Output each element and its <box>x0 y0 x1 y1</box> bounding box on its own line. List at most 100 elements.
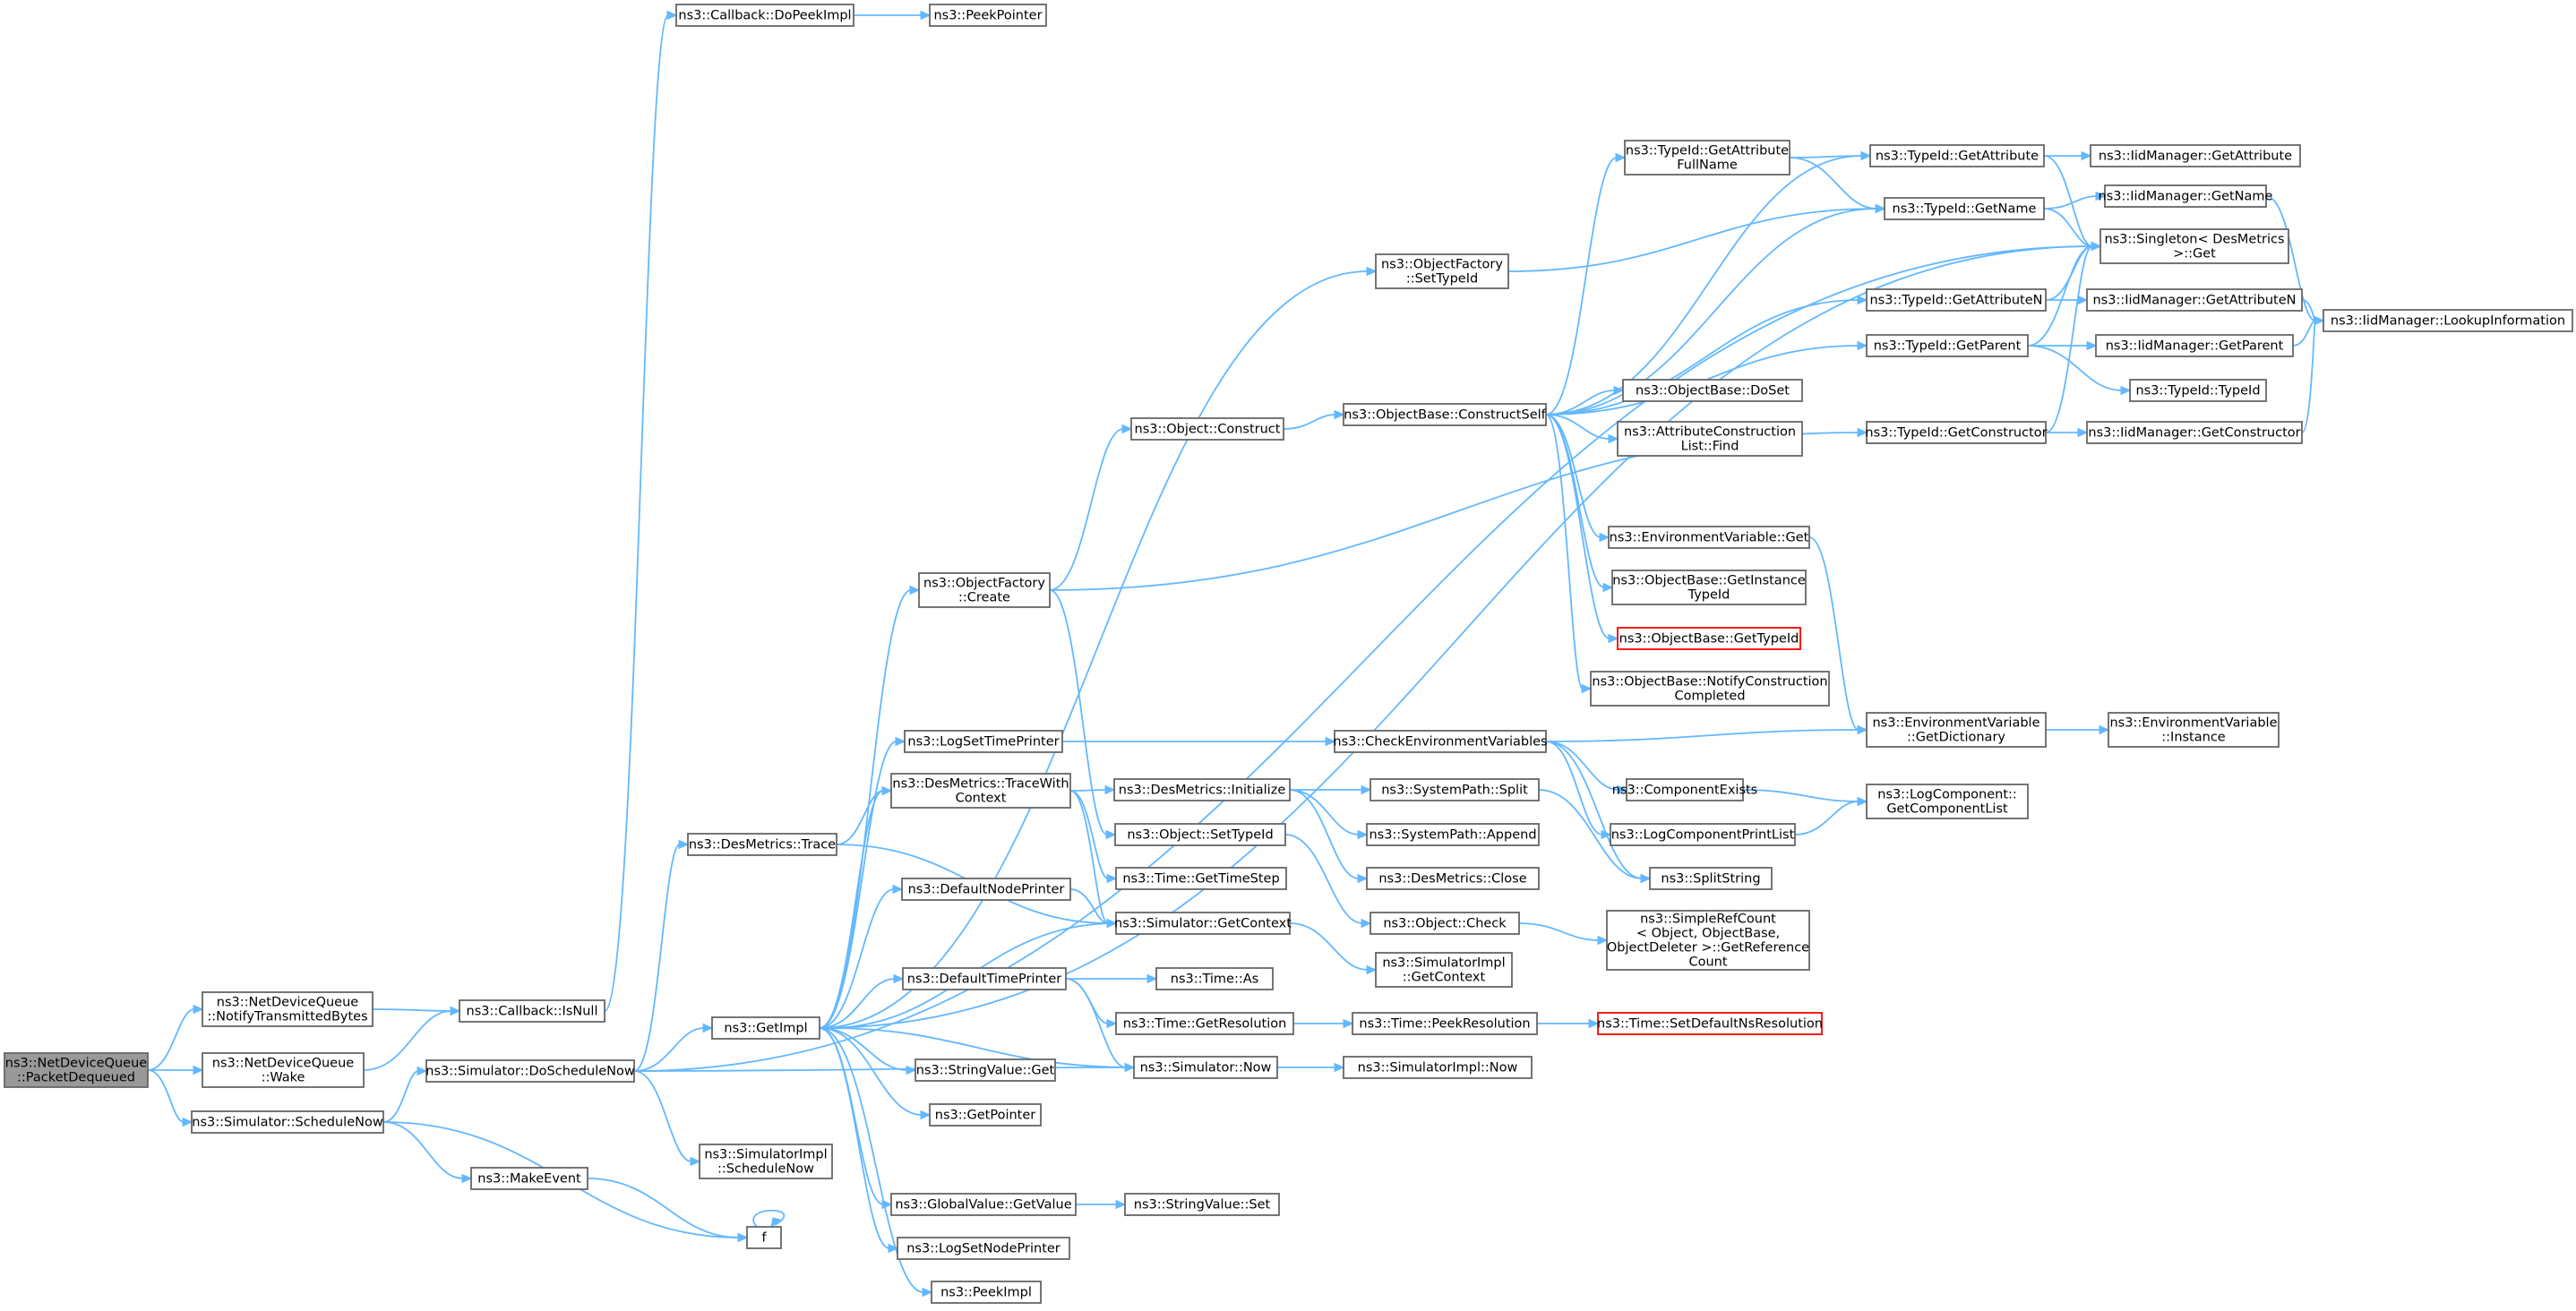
node-ns3-typeid-getattribute[interactable]: ns3::TypeId::GetAttribute <box>1869 144 2045 167</box>
node-ns3-netdevicequeue-packetdequeued[interactable]: ns3::NetDeviceQueue::PacketDequeued <box>4 1052 149 1088</box>
arrowhead <box>906 1065 917 1075</box>
node-ns3-netdevicequeue-wake[interactable]: ns3::NetDeviceQueue::Wake <box>202 1052 365 1088</box>
node-ns3-typeid-getconstructor[interactable]: ns3::TypeId::GetConstructor <box>1865 421 2048 444</box>
node-ns3-componentexists[interactable]: ns3::ComponentExists <box>1612 778 1758 801</box>
node-ns3-object-check[interactable]: ns3::Object::Check <box>1370 912 1520 935</box>
node-ns3-iidmanager-getparent[interactable]: ns3::IidManager::GetParent <box>2095 334 2294 357</box>
edge-n54-n69 <box>2027 345 2132 396</box>
node-ns3-stringvalue-get[interactable]: ns3::StringValue::Get <box>914 1058 1056 1082</box>
edge-line <box>1069 790 1109 924</box>
node-ns3-defaultnodeprinter[interactable]: ns3::DefaultNodePrinter <box>901 878 1071 901</box>
node-ns3-makeevent[interactable]: ns3::MakeEvent <box>470 1167 588 1190</box>
edge-line <box>587 1178 740 1238</box>
node-ns3-iidmanager-getattributen[interactable]: ns3::IidManager::GetAttributeN <box>2086 288 2303 312</box>
node-ns3-typeid-getparent[interactable]: ns3::TypeId::GetParent <box>1866 334 2029 357</box>
node-ns3-environmentvariable-instance[interactable]: ns3::EnvironmentVariable::Instance <box>2108 712 2280 748</box>
node-ns3-getpointer[interactable]: ns3::GetPointer <box>929 1103 1042 1127</box>
node-ns3-simulatorimpl-getcontext[interactable]: ns3::SimulatorImpl::GetContext <box>1375 952 1513 988</box>
node-ns3-time-gettimestep[interactable]: ns3::Time::GetTimeStep <box>1115 867 1287 890</box>
node-ns3-callback-dopeekimpl[interactable]: ns3::Callback::DoPeekImpl <box>675 4 854 27</box>
node-box <box>1626 778 1744 801</box>
node-box <box>1866 334 2029 357</box>
node-ns3-iidmanager-getname[interactable]: ns3::IidManager::GetName <box>2099 184 2273 208</box>
node-label: ns3::Object::SetTypeId <box>1127 828 1273 843</box>
node-ns3-stringvalue-set[interactable]: ns3::StringValue::Set <box>1124 1193 1280 1216</box>
node-ns3-simplerefcount-object-objectbase-objectdeleter-getreference-count[interactable]: ns3::SimpleRefCount< Object, ObjectBase,… <box>1606 910 1810 971</box>
arrowhead <box>2077 427 2089 438</box>
arrowhead <box>1581 683 1593 694</box>
edge-n9-n10 <box>854 10 932 21</box>
node-ns3-simulatorimpl-now[interactable]: ns3::SimulatorImpl::Now <box>1343 1056 1533 1079</box>
node-ns3-time-setdefaultnsresolution[interactable]: ns3::Time::SetDefaultNsResolution <box>1597 1012 1823 1035</box>
node-ns3-defaulttimeprinter[interactable]: ns3::DefaultTimePrinter <box>902 967 1067 990</box>
node-ns3-logcomponentprintlist[interactable]: ns3::LogComponentPrintList <box>1610 823 1796 846</box>
arrowhead <box>1104 784 1116 795</box>
node-ns3-object-settypeid[interactable]: ns3::Object::SetTypeId <box>1114 823 1286 846</box>
arrowhead <box>2091 241 2102 252</box>
node-ns3-desmetrics-trace[interactable]: ns3::DesMetrics::Trace <box>687 833 837 856</box>
edge-n53-n67 <box>2046 295 2089 305</box>
edge-n41-n61 <box>1518 922 1609 946</box>
edge-n52-n66 <box>1789 150 1872 161</box>
node-ns3-desmetrics-initialize[interactable]: ns3::DesMetrics::Initialize <box>1113 778 1291 801</box>
node-ns3-typeid-getname[interactable]: ns3::TypeId::GetName <box>1884 197 2045 220</box>
node-ns3-checkenvironmentvariables[interactable]: ns3::CheckEnvironmentVariables <box>1333 730 1548 753</box>
edge-line <box>1545 157 1618 416</box>
node-ns3-time-peekresolution[interactable]: ns3::Time::PeekResolution <box>1352 1012 1538 1035</box>
node-ns3-iidmanager-getconstructor[interactable]: ns3::IidManager::GetConstructor <box>2086 421 2303 444</box>
node-ns3-logsetnodeprinter[interactable]: ns3::LogSetNodePrinter <box>897 1237 1070 1260</box>
edge-n39-n51 <box>2043 191 2107 210</box>
node-ns3-peekpointer[interactable]: ns3::PeekPointer <box>929 4 1047 27</box>
node-label: ns3::LogSetNodePrinter <box>906 1242 1060 1256</box>
node-ns3-typeid-typeid[interactable]: ns3::TypeId::TypeId <box>2129 379 2267 402</box>
node-ns3-object-construct[interactable]: ns3::Object::Construct <box>1130 417 1284 441</box>
node-ns3-simulator-getcontext[interactable]: ns3::Simulator::GetContext <box>1114 912 1292 935</box>
edge-line <box>147 1069 185 1123</box>
node-label: ns3::GetPointer <box>935 1109 1036 1123</box>
node-ns3-objectbase-doset[interactable]: ns3::ObjectBase::DoSet <box>1622 379 1803 402</box>
node-ns3-simulator-schedulenow[interactable]: ns3::Simulator::ScheduleNow <box>191 1110 384 1134</box>
node-ns3-desmetrics-close[interactable]: ns3::DesMetrics::Close <box>1366 867 1540 890</box>
node-ns3-simulator-doschedulenow[interactable]: ns3::Simulator::DoScheduleNow <box>425 1059 635 1083</box>
node-ns3-systempath-append[interactable]: ns3::SystemPath::Append <box>1366 823 1540 846</box>
arrowhead <box>1860 150 1872 161</box>
node-ns3-objectbase-gettypeid[interactable]: ns3::ObjectBase::GetTypeId <box>1617 627 1801 650</box>
node-ns3-simulatorimpl-schedulenow[interactable]: ns3::SimulatorImpl::ScheduleNow <box>699 1144 833 1179</box>
node-ns3-splitstring[interactable]: ns3::SplitString <box>1649 867 1773 890</box>
node-ns3-netdevicequeue-notifytransmittedbytes[interactable]: ns3::NetDeviceQueue::NotifyTransmittedBy… <box>202 991 374 1027</box>
edge-n13-n11 <box>819 241 2102 1029</box>
node-ns3-environmentvariable-get[interactable]: ns3::EnvironmentVariable::Get <box>1608 526 1810 549</box>
node-box <box>2108 712 2280 748</box>
node-ns3-iidmanager-getattribute[interactable]: ns3::IidManager::GetAttribute <box>2090 144 2301 167</box>
node-ns3-simulator-now[interactable]: ns3::Simulator::Now <box>1133 1056 1278 1079</box>
node-ns3-iidmanager-lookupinformation[interactable]: ns3::IidManager::LookupInformation <box>2323 309 2573 332</box>
node-ns3-typeid-getattributen[interactable]: ns3::TypeId::GetAttributeN <box>1866 288 2047 312</box>
node-ns3-singleton-desmetrics-get[interactable]: ns3::Singleton< DesMetrics>::Get <box>2099 228 2289 264</box>
edge-line <box>1545 155 1863 416</box>
node-ns3-objectbase-constructself[interactable]: ns3::ObjectBase::ConstructSelf <box>1343 403 1547 426</box>
edge-n13-n21 <box>819 973 905 1029</box>
node-ns3-time-getresolution[interactable]: ns3::Time::GetResolution <box>1115 1012 1294 1035</box>
node-f[interactable]: f <box>746 1226 782 1249</box>
node-ns3-getimpl[interactable]: ns3::GetImpl <box>711 1016 820 1040</box>
node-ns3-logsettimeprinter[interactable]: ns3::LogSetTimePrinter <box>904 730 1063 753</box>
edge-n33-n48 <box>1545 741 1612 840</box>
node-ns3-environmentvariable-getdictionary[interactable]: ns3::EnvironmentVariable::GetDictionary <box>1866 712 2047 748</box>
node-ns3-peekimpl[interactable]: ns3::PeekImpl <box>931 1281 1042 1304</box>
node-ns3-objectfactory-create[interactable]: ns3::ObjectFactory::Create <box>918 572 1051 608</box>
node-ns3-time-as[interactable]: ns3::Time::As <box>1155 967 1274 990</box>
node-box <box>1115 867 1287 890</box>
node-ns3-globalvalue-getvalue[interactable]: ns3::GlobalValue::GetValue <box>890 1193 1077 1216</box>
arrowhead <box>892 884 904 895</box>
node-ns3-logcomponent-getcomponentlist[interactable]: ns3::LogComponent::GetComponentList <box>1866 784 2029 819</box>
node-ns3-callback-isnull[interactable]: ns3::Callback::IsNull <box>459 999 605 1023</box>
node-ns3-objectfactory-settypeid[interactable]: ns3::ObjectFactory::SetTypeId <box>1375 253 1509 289</box>
node-ns3-objectbase-notifyconstruction-completed[interactable]: ns3::ObjectBase::NotifyConstructionCompl… <box>1590 671 1830 707</box>
node-box <box>1622 379 1803 402</box>
node-ns3-systempath-split[interactable]: ns3::SystemPath::Split <box>1370 778 1540 801</box>
